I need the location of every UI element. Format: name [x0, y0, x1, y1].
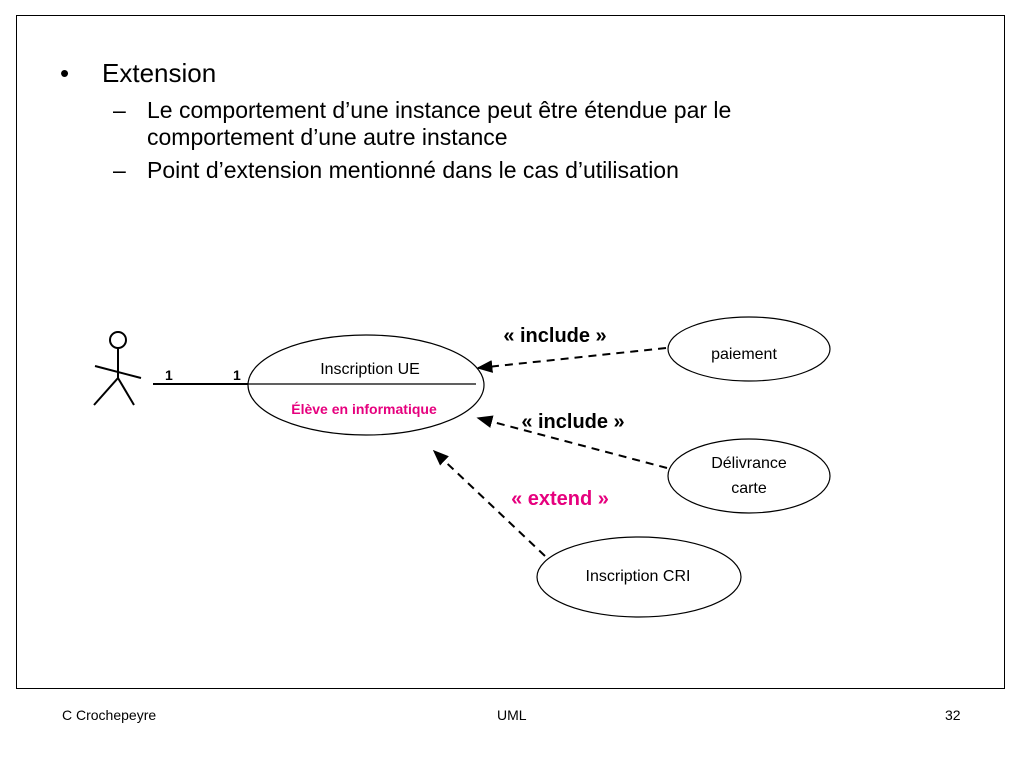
sub-bullet-2-line-1: Point d’extension mentionné dans le cas …	[147, 157, 679, 183]
bullet-list: • Extension – Le comportement d’une inst…	[0, 0, 1024, 200]
include-label-1: « include »	[503, 325, 606, 347]
usecase-inscription-ue-label: Inscription UE	[320, 361, 420, 378]
include-label-2: « include »	[521, 411, 624, 433]
dash-symbol: –	[113, 97, 126, 123]
dash-symbol: –	[113, 157, 126, 183]
multiplicity-usecase: 1	[233, 367, 241, 383]
sub-bullet-1-line-2: comportement d’une autre instance	[147, 124, 508, 150]
usecase-paiement-label: paiement	[711, 346, 777, 363]
footer-page-number: 32	[945, 707, 961, 723]
footer-title: UML	[497, 707, 527, 723]
usecase-delivrance-label-1: Délivrance	[711, 455, 787, 472]
usecase-delivrance-carte: Délivrance carte	[667, 438, 831, 514]
extend-arrow-cri	[432, 449, 546, 557]
footer-author: C Crochepeyre	[62, 707, 157, 723]
multiplicity-actor: 1	[165, 367, 173, 383]
extend-label: « extend »	[511, 488, 609, 510]
include-arrow-paiement	[476, 347, 667, 373]
usecase-paiement: paiement	[667, 316, 831, 382]
usecase-delivrance-label-2: carte	[731, 480, 767, 497]
usecase-inscription-cri: Inscription CRI	[536, 536, 742, 618]
bullet-symbol: •	[60, 58, 70, 88]
extension-point-label: Élève en informatique	[291, 401, 437, 417]
heading-text: Extension	[102, 58, 217, 88]
include-arrow-delivrance	[476, 415, 668, 469]
usecase-inscription-ue: Inscription UE Élève en informatique	[247, 334, 485, 436]
slide-frame	[16, 15, 1005, 689]
sub-bullet-1-line-1: Le comportement d’une instance peut être…	[147, 97, 732, 123]
usecase-inscription-cri-label: Inscription CRI	[586, 568, 691, 585]
actor-icon	[93, 331, 142, 406]
